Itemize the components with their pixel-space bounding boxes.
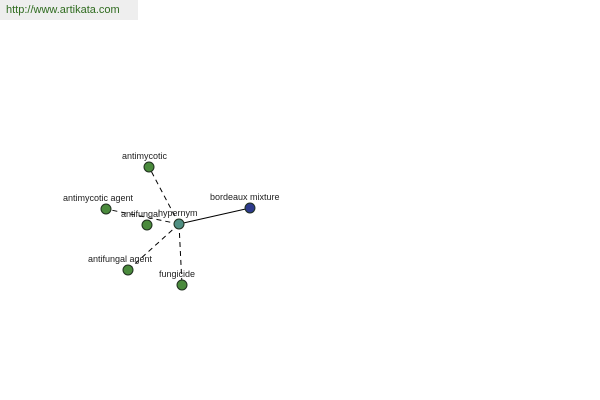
graph-label-center-antifungal: antifungal [121,209,160,219]
graph-node-satellite [141,219,153,231]
graph-nodes [100,161,256,291]
edge-antifungal-to-antifungal-agent [127,223,180,271]
edge-antifungal-to-fungicide [178,223,183,286]
graph-labels: antimycotic antimycotic agent antifungal a… [63,151,280,279]
edge-antifungal-to-bordeaux-mixture [178,207,251,225]
graph-label-antifungal-agent: antifungal agent [88,254,153,264]
graph-label-fungicide: fungicide [159,269,195,279]
graph-node-antimycotic-agent[interactable] [100,203,112,215]
source-url-link[interactable]: http://www.artikata.com [0,0,138,20]
graph-node-antimycotic[interactable] [143,161,155,173]
graph-label-antimycotic: antimycotic [122,151,168,161]
graph-edges [105,166,251,286]
graph-node-bordeaux-mixture[interactable] [244,202,256,214]
graph-label-antimycotic-agent: antimycotic agent [63,193,134,203]
edge-antifungal-to-antimycotic [148,166,180,225]
graph-node-fungicide[interactable] [176,279,188,291]
graph-relation-label: hypernym [158,208,198,218]
graph-node-antifungal-agent[interactable] [122,264,134,276]
edge-antifungal-to-antimycotic-agent [105,208,180,225]
graph-label-bordeaux-mixture: bordeaux mixture [210,192,280,202]
graph-node-center-antifungal[interactable] [173,218,185,230]
